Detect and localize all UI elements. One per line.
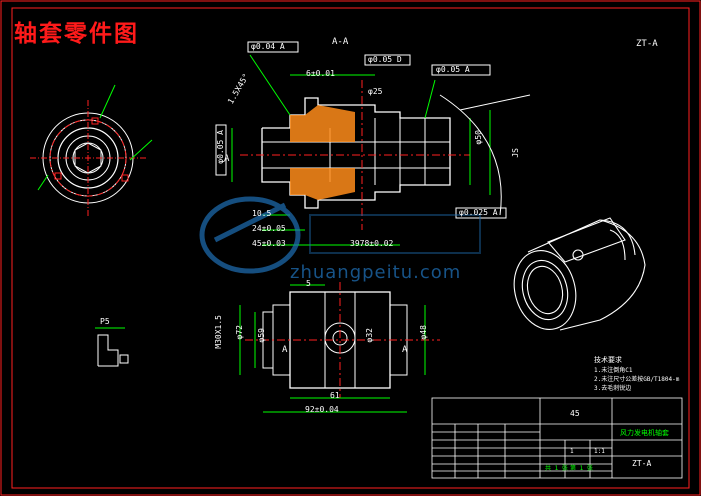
tb-sheet2: 第 1 张	[570, 465, 593, 472]
inner-frame	[11, 7, 690, 489]
tolerance-5: φ0.025 A	[459, 208, 498, 217]
tb-sheet: 共 1 张	[545, 465, 568, 472]
notes-heading: 技术要求	[594, 356, 622, 364]
tb-material: 45	[570, 409, 580, 418]
isometric-view	[513, 217, 646, 331]
front-view	[239, 282, 440, 413]
view-p5-label: P5	[100, 317, 110, 326]
tb-drawing-no: ZT-A	[632, 459, 652, 468]
watermark-logo	[199, 196, 481, 274]
dim-10-5: 10.5	[252, 209, 272, 218]
dim-js: JS	[511, 148, 520, 158]
dim-3978: 3978±0.02	[350, 239, 394, 248]
zt-label: ZT-A	[636, 39, 658, 49]
tolerance-frames	[215, 41, 507, 219]
title-block	[431, 397, 683, 479]
section-mark-right: A	[402, 345, 408, 355]
tb-part-name: 风力发电机轴套	[620, 429, 669, 437]
dim-45: 45±0.03	[252, 239, 286, 248]
tolerance-1: φ0.04 A	[251, 42, 285, 51]
dim-92: 92±0.04	[305, 405, 339, 414]
section-mark-top: A	[224, 154, 230, 164]
dim-phi50: φ50	[474, 130, 483, 145]
notes-line1: 1.未注倒角C1	[594, 367, 633, 374]
dim-phi32: φ32	[365, 328, 374, 343]
section-view	[231, 54, 531, 246]
dim-61: 61	[330, 391, 340, 400]
end-view-circle	[30, 84, 153, 216]
dim-phi72: φ72	[235, 325, 244, 340]
dim-5: 5	[306, 279, 311, 288]
notes-line2: 2.未注尺寸公差按GB/T1804-m	[594, 376, 680, 383]
dim-phi25: φ25	[368, 87, 383, 96]
tolerance-2: φ0.05 D	[368, 55, 402, 64]
dim-phi48: φ48	[419, 325, 428, 340]
watermark-text: zhuangpeitu.com	[290, 262, 462, 283]
tb-qty: 1	[570, 448, 574, 455]
section-label: A-A	[332, 37, 349, 47]
dim-6: 6±0.01	[306, 69, 335, 78]
notes-line3: 3.去毛刺锐边	[594, 385, 632, 392]
dim-thread: M30X1.5	[214, 315, 223, 349]
tb-scale: 1:1	[594, 448, 605, 455]
dim-24: 24±0.05	[252, 224, 286, 233]
dim-phi59: φ59	[257, 328, 266, 343]
section-mark-left: A	[282, 345, 288, 355]
tolerance-3: φ0.05 A	[436, 65, 470, 74]
drawing-title: 轴套零件图	[14, 21, 139, 47]
detail-p5	[95, 327, 129, 367]
